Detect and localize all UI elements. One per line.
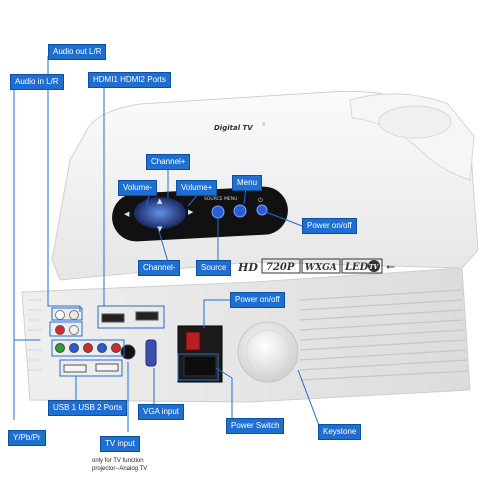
panel-power-glyph: ⏻	[258, 197, 263, 204]
badge-hd: HD	[237, 261, 258, 274]
brand-mark-sub: X	[262, 122, 266, 128]
note-line-1: only for TV function	[92, 458, 144, 464]
keystone-knob	[237, 321, 299, 383]
spec-badges: HD 720P WXGA LED TV	[237, 258, 383, 274]
brand-mark: Digital TV	[214, 124, 253, 132]
panel-source-menu-text: SOURCE MENU	[204, 196, 237, 202]
badge-tv: TV	[369, 264, 379, 271]
label-keystone: Keystone	[318, 424, 362, 440]
label-volume-minus: Volume-	[118, 180, 158, 196]
label-audio-in: Audio in L/R	[10, 74, 64, 90]
dpad-glow	[134, 197, 186, 229]
badge-wxga: WXGA	[305, 263, 337, 273]
usb-ports	[63, 363, 119, 373]
audio-jacks	[55, 310, 79, 335]
label-power-switch: Power Switch	[226, 418, 285, 434]
note-line-2: projector--Analog TV	[92, 465, 148, 472]
svg-text:▶: ▶	[188, 208, 194, 216]
power-socket	[183, 355, 217, 377]
label-volume-plus: Volume+	[176, 180, 218, 196]
label-audio-out: Audio out L/R	[48, 44, 107, 60]
power-switch	[185, 331, 201, 351]
label-channel-plus: Channel+	[146, 154, 191, 170]
badge-led: LED	[344, 262, 369, 273]
note-tv-only: only for TV function projector--Analog T…	[92, 458, 147, 473]
lens-ring	[378, 105, 452, 139]
label-hdmi: HDMI1 HDMI2 Ports	[88, 72, 171, 88]
svg-text:▼: ▼	[157, 225, 163, 233]
label-tv-input: TV input	[100, 436, 140, 452]
label-power-onoff-mid: Power on/off	[230, 292, 285, 308]
usb-logo-icon: ⭠	[386, 260, 395, 273]
svg-text:◀: ◀	[124, 210, 130, 218]
label-menu: Menu	[232, 175, 263, 191]
component-jacks	[55, 343, 121, 353]
power-button	[256, 204, 268, 216]
leader-lines	[13, 56, 321, 432]
label-channel-minus: Channel-	[138, 260, 181, 276]
label-vga: VGA input	[138, 404, 185, 420]
label-source: Source	[196, 260, 232, 276]
badge-720p: 720P	[266, 262, 295, 273]
vga-port	[145, 339, 157, 367]
svg-text:▲: ▲	[157, 197, 163, 205]
menu-button	[233, 204, 247, 218]
source-button	[211, 205, 225, 219]
label-usb: USB 1 USB 2 Ports	[48, 400, 128, 416]
hdmi-ports	[101, 311, 159, 323]
vent-slots	[299, 289, 469, 381]
label-ypbpr: Y/Pb/Pr	[8, 430, 46, 446]
dpad-arrows: ◀ ▶ ▲ ▼	[124, 197, 194, 233]
label-power-onoff-top: Power on/off	[302, 218, 357, 234]
tv-input-jack	[120, 344, 136, 360]
